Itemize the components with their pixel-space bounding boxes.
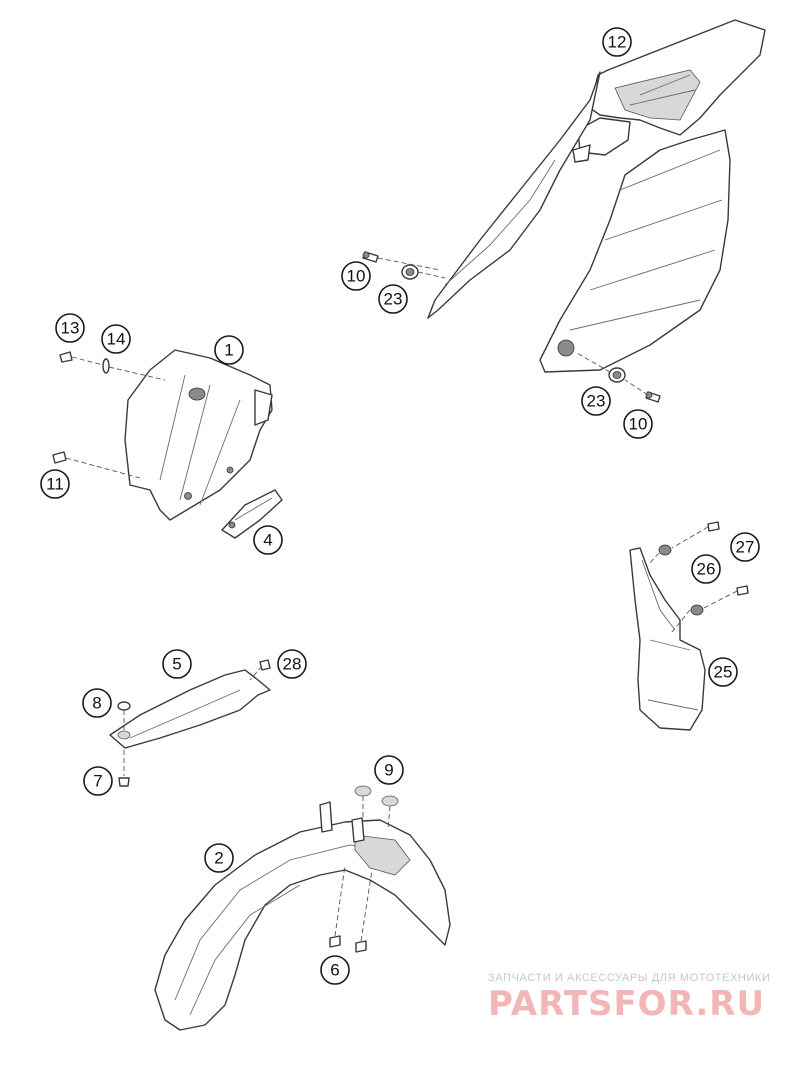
washer-14 xyxy=(102,358,110,374)
part-2-front-fender xyxy=(154,801,451,1031)
callout-4: 4 xyxy=(253,525,283,555)
callout-14-label: 14 xyxy=(107,330,126,349)
leader-lines xyxy=(65,257,738,942)
callout-25-label: 25 xyxy=(714,663,733,682)
callout-12-label: 12 xyxy=(608,33,627,52)
washer-26-upper xyxy=(658,544,672,556)
callout-2-label: 2 xyxy=(214,849,223,868)
callout-9: 9 xyxy=(374,755,404,785)
callout-10-upper: 10 xyxy=(341,261,371,291)
cap-8 xyxy=(117,701,131,711)
bolt-13 xyxy=(59,351,73,363)
grommet-9-left xyxy=(354,785,372,797)
callout-28: 28 xyxy=(277,649,307,679)
callout-27: 27 xyxy=(730,532,760,562)
bolt-11 xyxy=(52,451,67,464)
bolt-27-upper xyxy=(707,521,720,532)
callout-28-label: 28 xyxy=(283,655,302,674)
callout-26-label: 26 xyxy=(697,560,716,579)
callout-10-upper-label: 10 xyxy=(347,267,366,286)
callout-8: 8 xyxy=(82,688,112,718)
callout-26: 26 xyxy=(691,554,721,584)
part-1-number-plate xyxy=(124,349,273,521)
callout-7: 7 xyxy=(83,766,113,796)
callout-10-lower: 10 xyxy=(623,409,653,439)
screw-6-left xyxy=(329,935,341,948)
callout-7-label: 7 xyxy=(93,772,102,791)
callout-13-label: 13 xyxy=(61,319,80,338)
callout-2: 2 xyxy=(204,843,234,873)
callout-12: 12 xyxy=(602,27,632,57)
callout-5: 5 xyxy=(162,649,192,679)
screw-6-right xyxy=(355,940,367,953)
callout-23-upper-label: 23 xyxy=(384,290,403,309)
callout-1: 1 xyxy=(214,335,244,365)
callout-4-label: 4 xyxy=(263,531,272,550)
part-25-side-guard xyxy=(629,547,706,731)
callout-23-lower: 23 xyxy=(581,386,611,416)
callout-25: 25 xyxy=(708,657,738,687)
watermark-subtitle: ЗАПЧАСТИ И АКСЕССУАРЫ ДЛЯ МОТОТЕХНИКИ xyxy=(488,972,771,984)
screw-7 xyxy=(118,777,130,787)
callout-8-label: 8 xyxy=(92,694,101,713)
callout-10-lower-label: 10 xyxy=(629,415,648,434)
washer-23-upper xyxy=(401,264,419,280)
bolt-27-lower xyxy=(736,585,749,596)
callout-13: 13 xyxy=(55,313,85,343)
washer-26-lower xyxy=(690,604,704,616)
part-5-fork-guard xyxy=(109,669,271,749)
callout-27-label: 27 xyxy=(736,538,755,557)
callout-6: 6 xyxy=(320,955,350,985)
callout-14: 14 xyxy=(101,324,131,354)
part-12-rear-fender xyxy=(427,19,766,373)
callout-11-label: 11 xyxy=(46,475,64,494)
callout-23-upper: 23 xyxy=(378,284,408,314)
bolt-28 xyxy=(259,659,271,671)
grommet-9-right xyxy=(381,795,399,807)
bolt-10-upper xyxy=(362,251,379,263)
callout-9-label: 9 xyxy=(384,761,393,780)
callout-11: 11 xyxy=(40,469,70,499)
part-4-bracket xyxy=(221,489,283,539)
bolt-10-lower xyxy=(645,391,661,403)
callout-6-label: 6 xyxy=(330,961,339,980)
callout-1-label: 1 xyxy=(224,341,233,360)
callout-23-lower-label: 23 xyxy=(587,392,606,411)
watermark-logo: PARTSFOR.RU xyxy=(488,984,766,1024)
washer-23-lower xyxy=(608,367,626,383)
callout-5-label: 5 xyxy=(172,655,181,674)
